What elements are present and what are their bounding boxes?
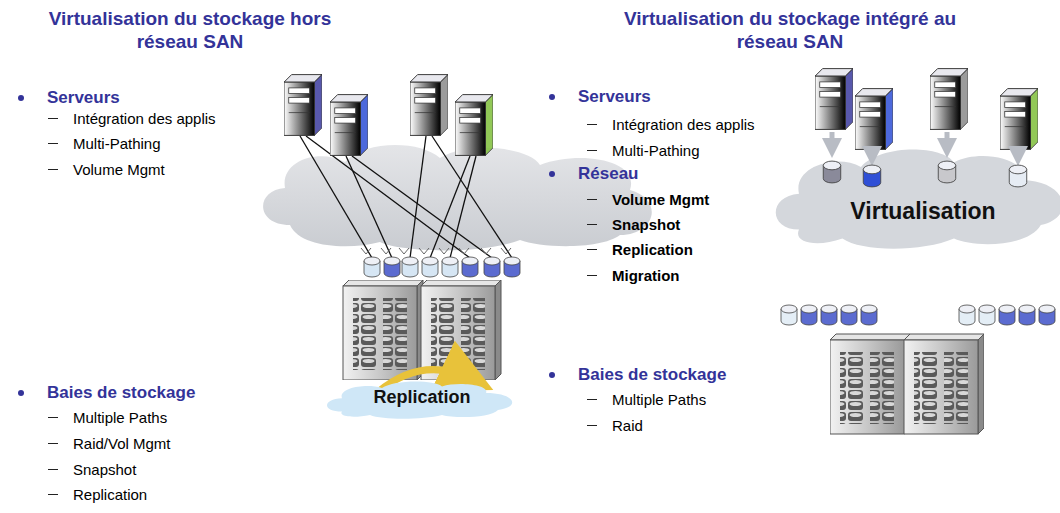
bullet-dot bbox=[18, 95, 24, 101]
san-cloud bbox=[263, 145, 652, 250]
dash-mark bbox=[48, 443, 58, 445]
dash-mark bbox=[587, 224, 597, 226]
bullet-item: Multi-Pathing bbox=[73, 135, 161, 152]
panel-title: Virtualisation du stockage hors réseau S… bbox=[30, 8, 350, 54]
panel-title: Virtualisation du stockage intégré au ré… bbox=[600, 8, 980, 54]
bullet-item: Multiple Paths bbox=[612, 391, 706, 408]
cloud-label: Replication bbox=[322, 387, 522, 408]
server-icon bbox=[455, 95, 493, 156]
server-icon bbox=[815, 69, 853, 130]
storage-array bbox=[421, 280, 501, 380]
dash-mark bbox=[587, 399, 597, 401]
bullet-heading: Réseau bbox=[578, 164, 638, 184]
server-icon bbox=[1000, 89, 1038, 150]
disk-cylinders bbox=[364, 257, 520, 277]
bullet-item: Replication bbox=[612, 241, 693, 258]
bullet-heading: Baies de stockage bbox=[578, 365, 726, 385]
server-icon bbox=[410, 75, 448, 136]
dash-mark bbox=[48, 118, 58, 120]
bullet-item: Multiple Paths bbox=[73, 409, 167, 426]
bullet-item: Volume Mgmt bbox=[612, 191, 709, 208]
disk-cylinders bbox=[781, 305, 1055, 325]
storage-array bbox=[830, 334, 910, 434]
bullet-heading: Baies de stockage bbox=[47, 383, 195, 403]
dash-mark bbox=[587, 425, 597, 427]
bullet-dot bbox=[549, 94, 555, 100]
cloud-node: Virtualisation bbox=[768, 140, 1060, 252]
dash-mark bbox=[48, 494, 58, 496]
cloud-node: Replication bbox=[322, 378, 522, 420]
cloud-shape bbox=[768, 140, 1060, 252]
dash-mark bbox=[587, 249, 597, 251]
dash-mark bbox=[48, 169, 58, 171]
dash-mark bbox=[48, 469, 58, 471]
bullet-heading: Serveurs bbox=[578, 87, 651, 107]
bullet-dot bbox=[549, 171, 555, 177]
bullet-item: Replication bbox=[73, 486, 147, 503]
storage-array bbox=[343, 280, 423, 380]
bullet-dot bbox=[549, 372, 555, 378]
server-icon bbox=[284, 75, 322, 136]
port-ticks bbox=[361, 248, 511, 254]
cloud-label: Virtualisation bbox=[768, 198, 1060, 225]
bullet-item: Volume Mgmt bbox=[73, 161, 165, 178]
dash-mark bbox=[48, 417, 58, 419]
bullet-item: Multi-Pathing bbox=[612, 142, 700, 159]
server-icon bbox=[330, 95, 368, 156]
server-icon bbox=[855, 89, 893, 150]
bullet-item: Intégration des applis bbox=[73, 110, 216, 127]
bullet-heading: Serveurs bbox=[47, 88, 120, 108]
server-icon bbox=[930, 69, 968, 130]
bullet-item: Migration bbox=[612, 267, 680, 284]
bullet-item: Snapshot bbox=[612, 216, 680, 233]
dash-mark bbox=[587, 199, 597, 201]
bullet-item: Raid bbox=[612, 417, 643, 434]
dash-mark bbox=[587, 124, 597, 126]
bullet-item: Raid/Vol Mgmt bbox=[73, 435, 171, 452]
dash-mark bbox=[48, 143, 58, 145]
dash-mark bbox=[587, 150, 597, 152]
bullet-dot bbox=[18, 390, 24, 396]
bullet-item: Snapshot bbox=[73, 461, 136, 478]
storage-array bbox=[904, 334, 984, 434]
dash-mark bbox=[587, 275, 597, 277]
bullet-item: Intégration des applis bbox=[612, 116, 755, 133]
